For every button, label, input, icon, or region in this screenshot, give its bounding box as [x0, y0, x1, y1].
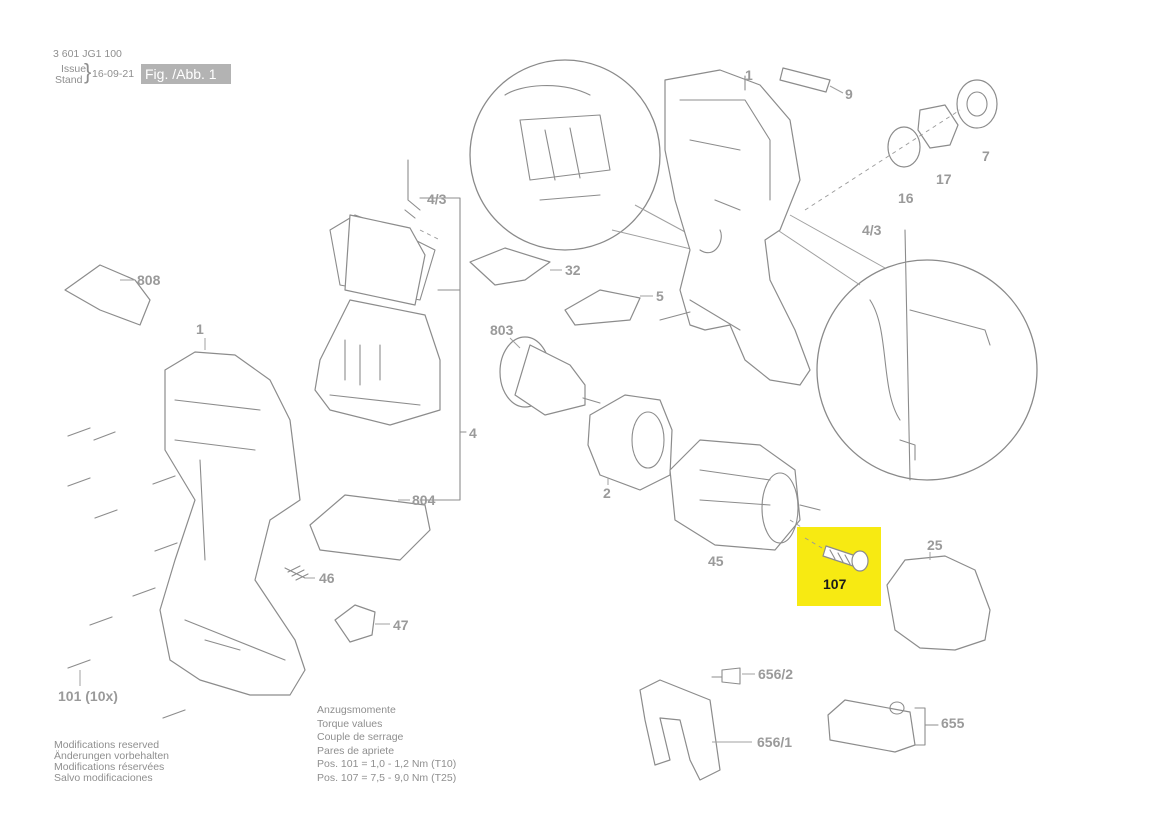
label-45: 45: [708, 553, 724, 569]
modifications-de: Änderungen vorbehalten: [54, 750, 170, 762]
stand-label: Stand: [55, 74, 83, 86]
housing-right-half: [664, 69, 811, 386]
label-47: 47: [393, 617, 409, 633]
torque-heading-de: Anzugsmomente: [317, 704, 396, 716]
detail-circle-switch: [469, 59, 661, 251]
torque-values-block: Anzugsmomente Torque values Couple de se…: [317, 704, 456, 786]
part-16-shape: [887, 126, 921, 168]
label-804: 804: [412, 492, 436, 508]
switch-module: [344, 214, 426, 306]
modifications-notice: Modifications reserved Änderungen vorbeh…: [54, 740, 169, 784]
part-46-spring: [284, 565, 309, 581]
label-25: 25: [927, 537, 943, 553]
label-4: 4: [469, 425, 477, 441]
figure-label: Fig. /Abb. 1: [141, 64, 231, 84]
torque-heading-es: Pares de apriete: [317, 744, 395, 757]
label-5: 5: [656, 288, 664, 304]
torque-heading-en: Torque values: [317, 717, 383, 730]
part-2-stator: [587, 394, 673, 491]
label-655: 655: [941, 715, 965, 731]
housing-left-half: [159, 351, 306, 696]
label-808: 808: [137, 272, 161, 288]
label-656-2: 656/2: [758, 666, 794, 682]
part-656-2-screw: [711, 667, 741, 685]
part-5-shape: [564, 289, 641, 326]
label-4-3-top: 4/3: [427, 191, 447, 207]
part-9-shape: [779, 67, 831, 93]
switch-detail-drawing: [504, 85, 611, 201]
modifications-fr: Modifications réservées: [54, 761, 165, 773]
modifications-en: Modifications reserved: [54, 739, 160, 751]
electronics-module: [314, 299, 441, 426]
label-107-highlighted: 107: [823, 576, 847, 592]
label-101: 101 (10x): [58, 688, 118, 704]
label-7: 7: [982, 148, 990, 164]
motor-armature: [514, 344, 586, 416]
issue-date: 16-09-21: [92, 68, 135, 80]
part-804-shape: [309, 494, 431, 561]
drawing-number: 3 601 JG1 100: [53, 48, 122, 60]
label-1-top: 1: [745, 67, 753, 83]
screws-101: [67, 427, 186, 719]
cable-detail-drawing: [869, 229, 991, 481]
highlight-box: [797, 527, 881, 606]
part-47-shape: [334, 604, 376, 643]
label-9: 9: [845, 86, 853, 102]
label-46: 46: [319, 570, 335, 586]
torque-heading-fr: Couple de serrage: [317, 731, 404, 744]
torque-pos-107: Pos. 107 = 7,5 - 9,0 Nm (T25): [317, 771, 457, 784]
label-32: 32: [565, 262, 581, 278]
label-2: 2: [603, 485, 611, 501]
label-16: 16: [898, 190, 914, 206]
part-32-shape: [469, 247, 551, 286]
label-1-left: 1: [196, 321, 204, 337]
part-656-1-holder: [639, 679, 721, 781]
torque-pos-101: Pos. 101 = 1,0 - 1,2 Nm (T10): [317, 758, 457, 771]
label-803: 803: [490, 322, 514, 338]
label-4-3-right: 4/3: [862, 222, 882, 238]
issue-label: Issue: [61, 63, 87, 75]
part-25-chuck: [886, 555, 991, 651]
modifications-es: Salvo modificaciones: [54, 772, 153, 784]
part-655-shape: [827, 699, 916, 753]
part-7-shape: [956, 79, 998, 129]
label-656-1: 656/1: [757, 734, 793, 750]
detail-circle-cable: [816, 259, 1038, 481]
part-17-shape: [917, 104, 959, 149]
brace: }: [84, 59, 92, 84]
part-45-gearbox: [669, 439, 801, 551]
label-17: 17: [936, 171, 952, 187]
